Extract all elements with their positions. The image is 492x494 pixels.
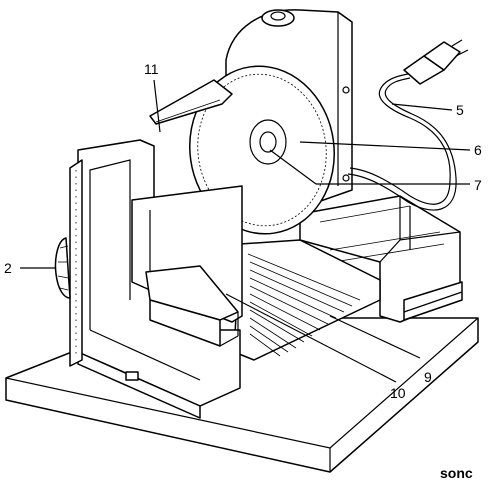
carriage-tray	[233, 239, 381, 361]
brand-text: sonc	[440, 465, 473, 481]
callout-6: 6	[474, 142, 482, 158]
callout-5: 5	[456, 102, 464, 118]
carriage-frame	[77, 139, 241, 419]
thickness-scale	[69, 159, 83, 367]
callout-10: 10	[390, 385, 406, 401]
callout-2: 2	[4, 260, 12, 276]
power-cord	[347, 73, 457, 211]
thickness-knob	[54, 237, 71, 299]
food-pusher	[145, 265, 239, 347]
blade-guard	[149, 79, 233, 125]
callout-11: 11	[144, 61, 159, 77]
callout-9: 9	[424, 369, 432, 385]
plug-icon	[403, 39, 469, 85]
leader-lines	[20, 79, 471, 383]
callout-7: 7	[474, 177, 482, 193]
